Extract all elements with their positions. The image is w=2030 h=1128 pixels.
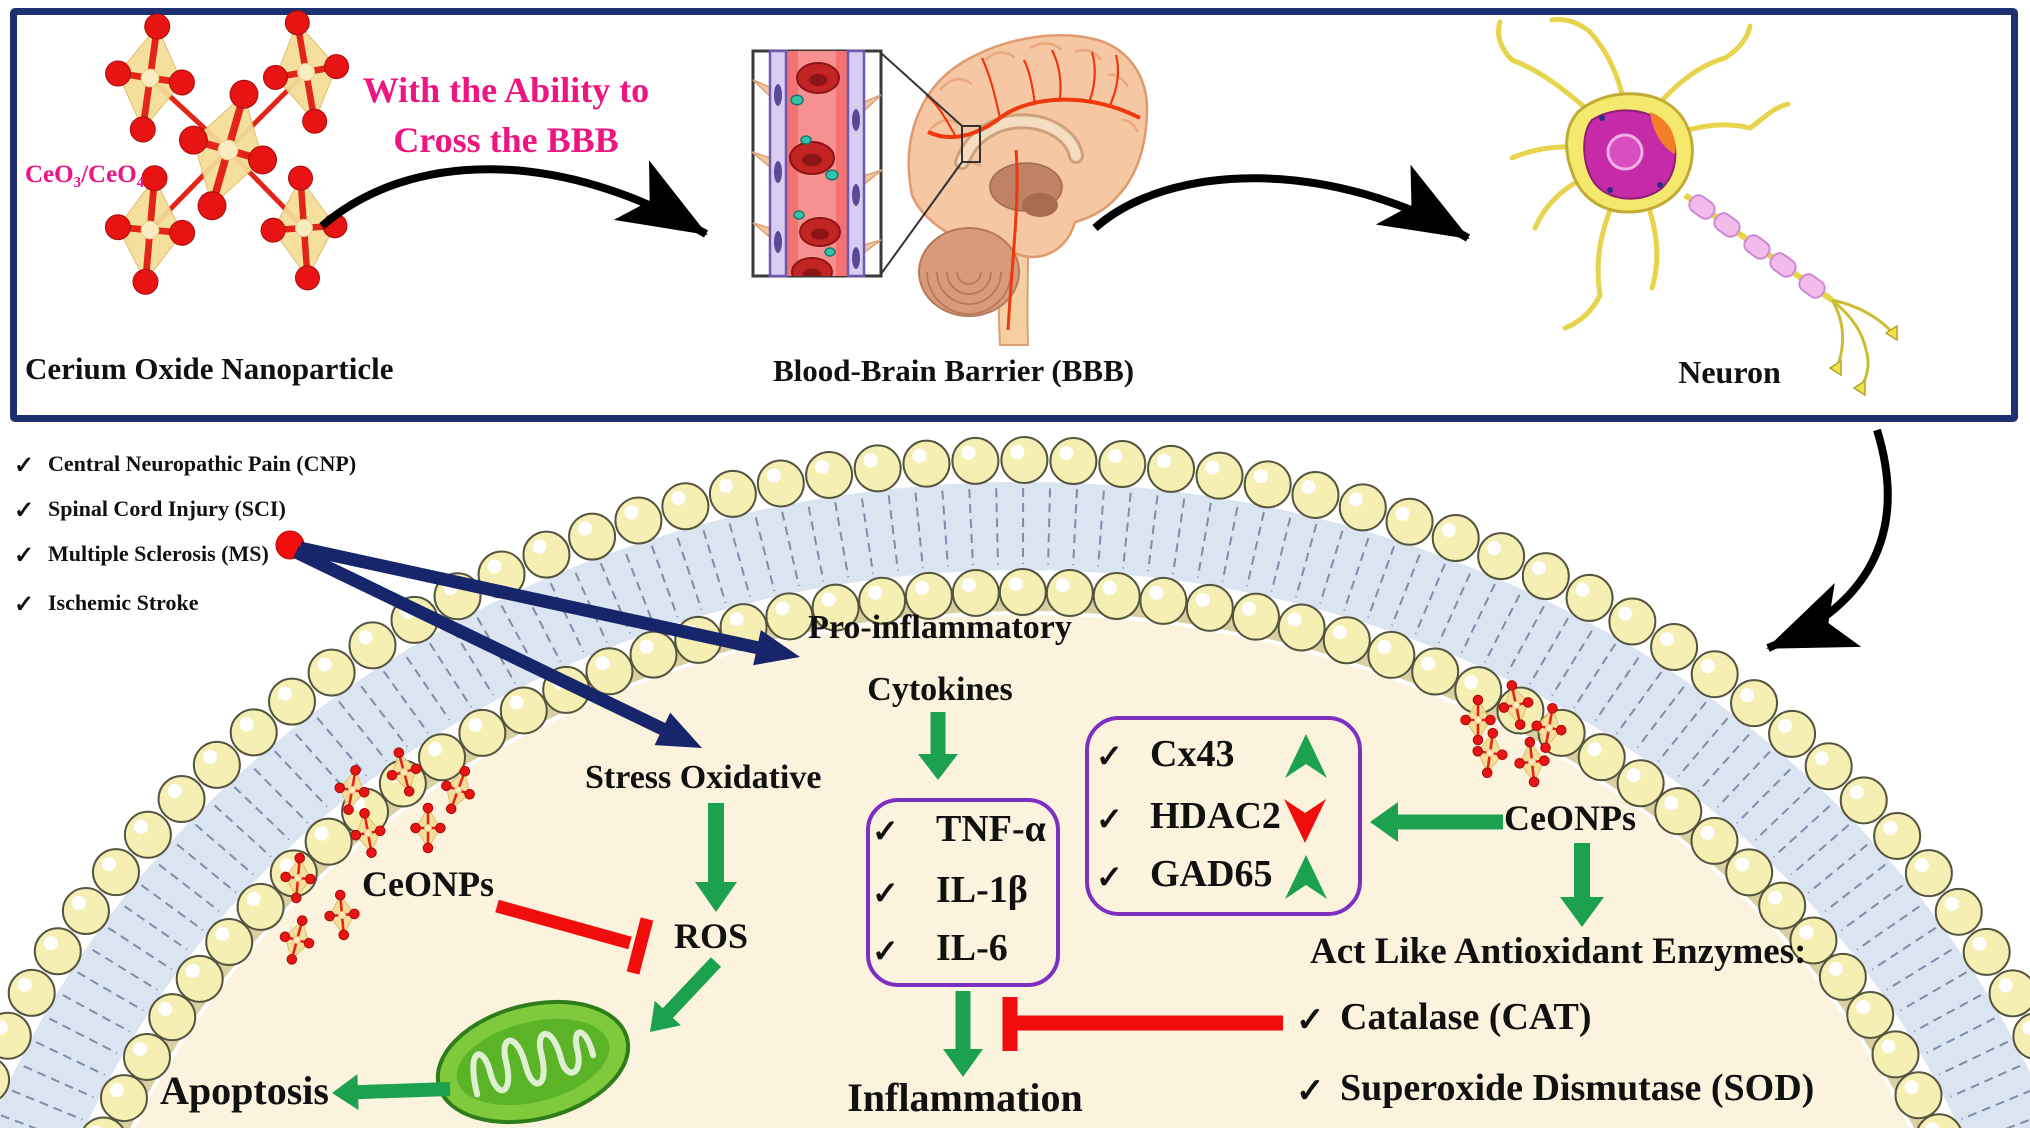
cytokine-il-1beta: IL-1β: [936, 869, 1028, 911]
check-icon: ✓: [14, 498, 35, 524]
arrow-bbb-to-neuron: [1092, 164, 1471, 242]
cell-membrane: [0, 436, 2030, 1128]
pro-inflammatory-label-line1: Pro-inflammatory: [808, 609, 1072, 646]
ceonps-left-label: CeONPs: [362, 864, 494, 904]
cytokine-tnf-alpha: TNF-α: [936, 808, 1046, 850]
bridge-caption-line1: With the Ability to: [362, 70, 650, 110]
neuron-illustration: [1496, 17, 1898, 397]
condition-cnp: Central Neuropathic Pain (CNP): [48, 451, 357, 476]
ros-label: ROS: [674, 916, 749, 956]
check-icon: ✓: [1096, 859, 1123, 895]
stress-oxidative-label: Stress Oxidative: [585, 759, 822, 796]
cytosol: [134, 615, 1910, 1128]
inflammation-label: Inflammation: [847, 1075, 1083, 1120]
mitochondrion: [435, 999, 631, 1125]
gene-gad65: GAD65: [1150, 853, 1273, 895]
genes-box: [1085, 716, 1362, 916]
antioxidant-heading: Act Like Antioxidant Enzymes:: [1310, 931, 1807, 972]
check-icon: ✓: [1296, 1002, 1325, 1039]
check-icon: ✓: [1096, 738, 1123, 774]
caption-blood-brain-barrier: Blood-Brain Barrier (BBB): [773, 353, 1135, 388]
check-icon: ✓: [872, 875, 899, 911]
bridge-caption-line2: Cross the BBB: [393, 120, 619, 160]
ceria-crystal-structure: [104, 10, 350, 295]
check-icon: ✓: [872, 813, 899, 849]
check-icon: ✓: [872, 933, 899, 969]
blood-vessel-inset: [751, 49, 883, 278]
condition-ischemic-stroke: Ischemic Stroke: [48, 590, 199, 615]
ceonps-cluster-right: [1460, 680, 1567, 788]
cytokines-box: [866, 798, 1060, 987]
caption-neuron: Neuron: [1678, 354, 1781, 390]
arrow-crystal-to-bbb: [319, 160, 709, 238]
check-icon: ✓: [14, 453, 35, 479]
gene-cx43: Cx43: [1150, 733, 1235, 775]
pro-inflammatory-label-line2: Cytokines: [867, 671, 1013, 708]
check-icon: ✓: [14, 592, 35, 618]
check-icon: ✓: [1096, 801, 1123, 837]
antioxidant-catalase: Catalase (CAT): [1340, 996, 1592, 1038]
antioxidant-sod: Superoxide Dismutase (SOD): [1340, 1067, 1815, 1109]
check-icon: ✓: [1296, 1073, 1325, 1110]
pathway-arrows: [275, 530, 1604, 1111]
cytokine-il-6: IL-6: [936, 927, 1008, 969]
ceonps-right-label: CeONPs: [1504, 798, 1636, 838]
bbb-zoom-square: [961, 125, 981, 163]
arrow-neuron-to-cell: [1766, 428, 1892, 652]
check-icon: ✓: [14, 543, 35, 569]
ceonps-cluster-left: [279, 747, 475, 965]
condition-ms: Multiple Sclerosis (MS): [48, 541, 269, 566]
pathway-boxes: [866, 716, 1362, 987]
panel-artwork: [104, 10, 1898, 397]
organelles-and-particles: [279, 680, 1567, 1125]
crystal-formula-label: CeO₃/CeO₄: [25, 161, 145, 188]
gene-hdac2: HDAC2: [1150, 795, 1281, 837]
apoptosis-label: Apoptosis: [160, 1068, 329, 1113]
caption-cerium-oxide-nanoparticle: Cerium Oxide Nanoparticle: [25, 351, 394, 386]
condition-sci: Spinal Cord Injury (SCI): [48, 496, 286, 521]
brain-illustration: [880, 34, 1149, 346]
